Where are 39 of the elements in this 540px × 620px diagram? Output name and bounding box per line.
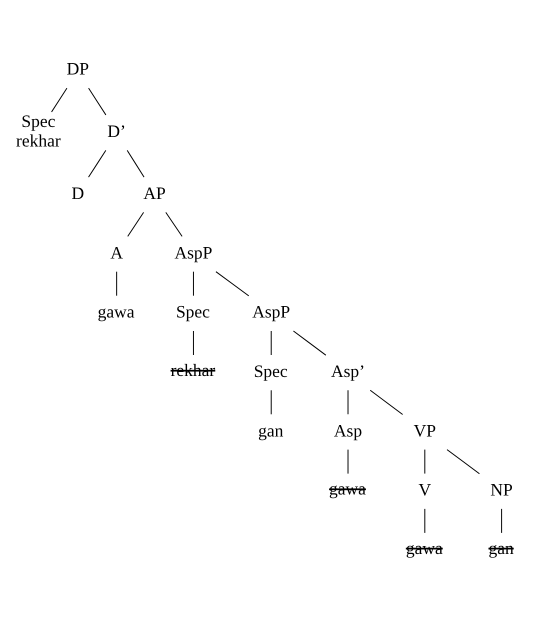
node-text: D bbox=[71, 182, 84, 203]
node-text: DP bbox=[66, 58, 89, 78]
connector bbox=[270, 389, 272, 414]
node-text: A bbox=[110, 242, 123, 262]
node-text: Spec rekhar bbox=[16, 110, 61, 150]
node-text: AspP bbox=[252, 301, 290, 322]
node-text: rekhar bbox=[170, 360, 216, 380]
connector bbox=[424, 448, 426, 474]
connector bbox=[215, 270, 250, 296]
connector bbox=[192, 270, 194, 296]
connector bbox=[501, 508, 502, 533]
node-text: gan bbox=[258, 420, 284, 440]
node-text: gawa bbox=[98, 301, 135, 322]
node-text: AP bbox=[143, 182, 166, 203]
node-text: Asp’ bbox=[331, 360, 365, 380]
connector bbox=[446, 448, 480, 474]
connector bbox=[88, 87, 106, 115]
node-text: VP bbox=[414, 420, 436, 440]
connector bbox=[192, 330, 194, 355]
connector bbox=[270, 330, 272, 355]
node-text: gawa bbox=[406, 537, 443, 558]
connector bbox=[292, 330, 326, 356]
node-text: V bbox=[418, 479, 432, 500]
node-text: D’ bbox=[107, 120, 126, 140]
connector bbox=[424, 508, 426, 533]
node-text: gan bbox=[488, 537, 514, 558]
connector bbox=[370, 389, 404, 414]
connector bbox=[127, 211, 144, 236]
node-text: Spec bbox=[176, 301, 210, 322]
node-text: NP bbox=[490, 479, 513, 500]
node-text: gawa bbox=[329, 478, 366, 498]
node-text: Asp bbox=[334, 420, 362, 440]
connector bbox=[51, 87, 68, 112]
node-text: Spec bbox=[254, 360, 288, 380]
connector bbox=[126, 149, 145, 178]
connector bbox=[116, 270, 118, 296]
connector bbox=[165, 211, 183, 236]
node-text: AspP bbox=[174, 242, 212, 262]
connector bbox=[88, 149, 106, 178]
